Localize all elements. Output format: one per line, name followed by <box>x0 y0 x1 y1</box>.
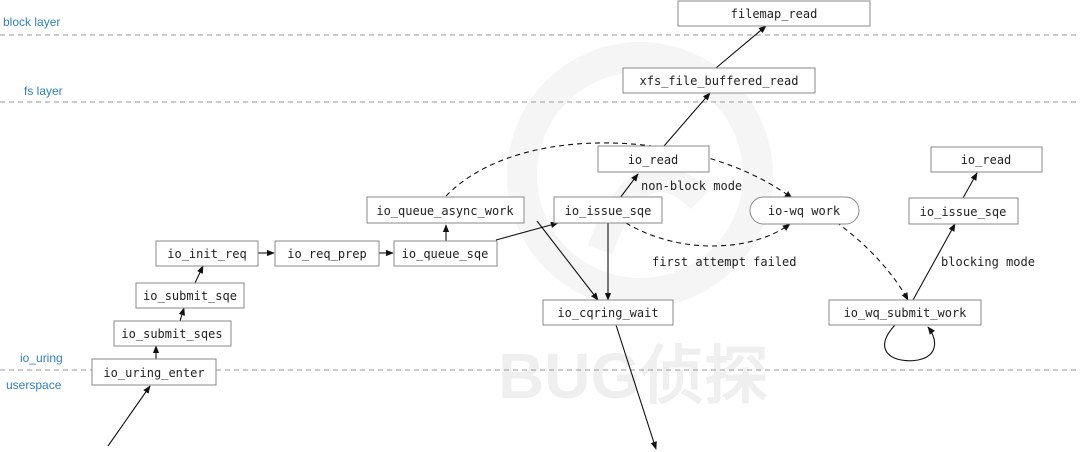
node-io-wq-work: io-wq work <box>749 196 860 225</box>
watermark: BUG侦探 <box>498 42 773 412</box>
node-io-submit-sqe: io_submit_sqe <box>135 282 245 309</box>
node-label: io_queue_sqe <box>402 247 489 261</box>
node-label: io_init_req <box>167 247 246 261</box>
node-io-issue-sqe-right: io_issue_sqe <box>908 197 1019 225</box>
node-io-cqring-wait: io_cqring_wait <box>542 299 674 326</box>
node-label: io_req_prep <box>287 247 366 261</box>
node-xfs-file-buffered-read: xfs_file_buffered_read <box>622 67 816 94</box>
node-io-submit-sqes: io_submit_sqes <box>113 320 232 347</box>
node-label: io_issue_sqe <box>920 205 1007 219</box>
edge-io-issue-sqe-to-io-read <box>619 173 639 199</box>
node-io-queue-async-work: io_queue_async_work <box>366 196 525 224</box>
edge-io-read-to-xfs-file-buffered-read <box>663 92 711 147</box>
node-label: io_read <box>961 153 1012 167</box>
node-label: io_cqring_wait <box>557 306 658 320</box>
edge-xfs-file-buffered-read-to-filemap-read <box>715 25 767 69</box>
edge-io-cqring-wait-out <box>615 324 657 450</box>
edges <box>107 25 978 450</box>
edge-io-issue-sqe-to-io-wq-work <box>625 222 791 247</box>
node-io-issue-sqe-left: io_issue_sqe <box>553 196 663 224</box>
node-label: io_submit_sqe <box>143 289 237 303</box>
watermark-text: BUG侦探 <box>498 340 768 412</box>
node-label: io_read <box>628 153 679 167</box>
node-label: io_uring_enter <box>103 366 204 380</box>
watermark-logo-icon <box>507 42 773 308</box>
node-io-read-left: io_read <box>597 145 710 173</box>
edge-io-submit-sqe-to-io-init-req <box>194 265 204 284</box>
node-label: filemap_read <box>731 7 818 21</box>
node-label: xfs_file_buffered_read <box>640 74 799 88</box>
node-filemap-read: filemap_read <box>677 0 871 27</box>
edge-userspace-to-io-uring-enter <box>107 385 151 447</box>
node-label: io_queue_async_work <box>376 204 514 218</box>
watermark-logo-mark-icon <box>587 165 710 255</box>
edge-io-wq-submit-work-to-io-issue-sqe <box>912 223 956 301</box>
node-label: io-wq work <box>768 204 841 218</box>
edge-label-blocking-mode: blocking mode <box>941 255 1035 269</box>
node-label: io_issue_sqe <box>565 204 652 218</box>
node-label: io_wq_submit_work <box>844 306 968 320</box>
node-io-req-prep: io_req_prep <box>274 240 380 267</box>
layer-label-block: block layer <box>3 15 60 29</box>
node-io-wq-submit-work: io_wq_submit_work <box>828 299 982 326</box>
edge-io-issue-sqe-to-io-read-right <box>962 172 978 199</box>
layer-label-fs: fs layer <box>24 84 63 98</box>
node-io-read-right: io_read <box>930 146 1043 173</box>
edge-io-queue-sqe-to-io-issue-sqe <box>495 221 559 241</box>
layer-label-userspace: userspace <box>6 378 62 392</box>
layer-label-io-uring: io_uring <box>20 351 63 365</box>
edge-io-wq-work-to-io-wq-submit-work <box>835 221 909 301</box>
edge-io-submit-sqes-to-io-submit-sqe <box>178 307 185 322</box>
edge-io-wq-submit-work-self-loop <box>884 324 936 362</box>
node-label: io_submit_sqes <box>121 327 222 341</box>
edge-io-queue-async-work-to-io-cqring-wait <box>536 220 599 301</box>
dashed-edges <box>445 142 909 301</box>
node-io-queue-sqe: io_queue_sqe <box>393 240 498 267</box>
node-io-uring-enter: io_uring_enter <box>91 358 217 386</box>
edge-label-first-attempt-failed: first attempt failed <box>652 255 797 269</box>
edge-label-non-block-mode: non-block mode <box>641 179 742 193</box>
node-io-init-req: io_init_req <box>155 240 259 267</box>
